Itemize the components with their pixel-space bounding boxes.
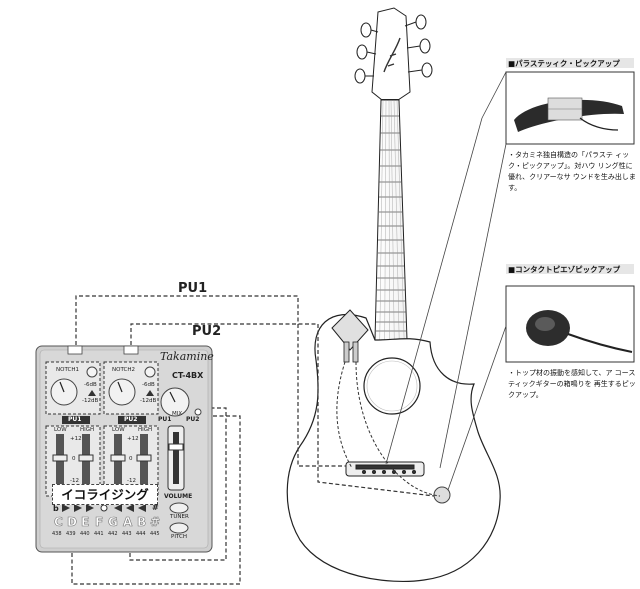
pu1-low-label: LOW: [54, 427, 67, 433]
body-preamp-housing: [331, 309, 369, 363]
contact-piezo-dot: [433, 486, 451, 504]
internal-wiring: [336, 361, 441, 497]
pu1-scale-mid: 0: [72, 456, 76, 462]
freq-443: 443: [122, 531, 132, 537]
pu2-scale-mid: 0: [129, 456, 133, 462]
note-d: D: [67, 515, 78, 530]
preamp-brand: Takamine: [160, 350, 214, 363]
guitar-body: [286, 313, 501, 582]
pu2-high-slider[interactable]: [136, 454, 152, 462]
callout-palathetic-pickup: [385, 58, 635, 469]
preamp-model: CT-4BX: [172, 371, 204, 380]
contact-piezo-callout-body: ・トップ材の振動を感知して、ア コースティックギターの箱鳴りを 再生するピックア…: [508, 369, 636, 399]
contact-piezo-photo: [505, 285, 635, 363]
palathetic-callout-body: ・タカミネ独自構造の「パラステ ィック・ピックアップ」。対ハウ リング性に優れ、…: [508, 151, 636, 192]
note-sharp: #: [150, 515, 161, 530]
note-e: E: [81, 515, 90, 530]
pu1-scale-bottom: -12: [70, 478, 79, 484]
pu1-section-tag: PU1: [68, 416, 82, 423]
pitch-label: PITCH: [171, 534, 187, 540]
freq-444: 444: [136, 531, 146, 537]
pu1-label: PU1: [178, 281, 208, 296]
notch2-label: NOTCH2: [112, 367, 135, 373]
notch1-label: NOTCH1: [56, 367, 79, 373]
note-a: A: [123, 515, 133, 530]
pitch-button[interactable]: [169, 522, 189, 534]
pu2-low-slider[interactable]: [110, 454, 126, 462]
callout-contact-piezo: [447, 264, 635, 491]
mix-pu1-label: PU1: [158, 416, 172, 423]
eq-sliders: [52, 434, 152, 488]
pu2-high-label: HIGH: [138, 427, 153, 433]
freq-441: 441: [94, 531, 104, 537]
freq-440: 440: [80, 531, 90, 537]
pu2-label: PU2: [192, 324, 222, 339]
note-b: B: [137, 515, 147, 530]
notch2-button[interactable]: [144, 366, 156, 378]
pu2-low-label: LOW: [112, 427, 125, 433]
pu1-low-slider[interactable]: [52, 454, 68, 462]
freq-438: 438: [52, 531, 62, 537]
notch1-range-top: -6dB: [84, 382, 97, 388]
notch1-knob[interactable]: [50, 378, 78, 406]
pu1-high-label: HIGH: [80, 427, 95, 433]
bridge: [345, 461, 425, 477]
contact-piezo-callout-title: ■コンタクトピエゾピックアップ: [508, 265, 621, 274]
tuner-pegs: [354, 14, 433, 84]
volume-label: VOLUME: [164, 493, 193, 500]
notch2-range-bottom: -12dB: [140, 398, 157, 404]
neck: [374, 99, 408, 341]
soundhole: [363, 357, 421, 415]
notch2-range-top: -6dB: [142, 382, 155, 388]
note-c: C: [54, 515, 63, 530]
equalizing-label: イコライジング: [52, 484, 158, 505]
guitar-illustration: [286, 7, 501, 582]
pu2-scale-bottom: -12: [127, 478, 136, 484]
headstock-logo: [383, 37, 401, 73]
palathetic-callout-title: ■パラステッィク・ピックアップ: [508, 59, 620, 68]
frets: [376, 115, 407, 332]
freq-442: 442: [108, 531, 118, 537]
note-g: G: [108, 515, 118, 530]
pu2-scale-top: +12: [127, 436, 139, 442]
pu1-scale-top: +12: [70, 436, 82, 442]
notch1-button[interactable]: [86, 366, 98, 378]
freq-439: 439: [66, 531, 76, 537]
flat-symbol: b: [53, 504, 59, 513]
volume-slider-knob[interactable]: [168, 443, 184, 451]
mix-pu2-label: PU2: [186, 416, 200, 423]
sharp-symbol: #: [152, 503, 159, 512]
tuner-led-row: [62, 504, 146, 512]
notch1-range-bottom: -12dB: [82, 398, 99, 404]
headstock: [371, 7, 411, 101]
tuner-label: TUNER: [170, 514, 189, 520]
note-f: F: [95, 515, 104, 530]
pu2-section-tag: PU2: [124, 416, 138, 423]
pu1-high-slider[interactable]: [78, 454, 94, 462]
freq-445: 445: [150, 531, 160, 537]
mix-label: MIX: [172, 411, 183, 417]
tuner-button[interactable]: [169, 502, 189, 514]
